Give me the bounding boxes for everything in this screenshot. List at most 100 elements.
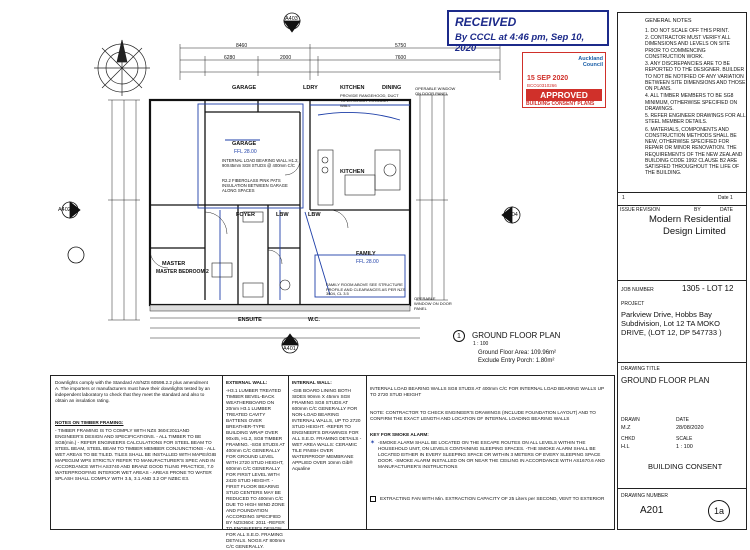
drawing-number-value: A201 <box>640 505 664 516</box>
room-label-wc: W.C. <box>308 317 320 323</box>
revision-header-revision: REVISION <box>636 207 660 213</box>
section-marker-top <box>283 12 301 33</box>
consent-number: BCO10310266 <box>527 83 557 88</box>
drawing-number-box <box>617 488 747 489</box>
drawn-value: M.Z <box>621 425 631 431</box>
general-notes-title: GENERAL NOTES <box>645 18 692 24</box>
date-value: 28/08/2020 <box>676 425 704 431</box>
smoke-alarm-icon: ✶ <box>370 440 376 446</box>
room-label-bedroom-2: MASTER BEDROOM 2 <box>156 269 209 275</box>
load-bearing-wall-note: INTERNAL LOAD BEARING WALLS SG8 STUDS AT… <box>370 386 604 398</box>
scale-label: SCALE <box>676 436 693 442</box>
revision-header-issue: ISSUE <box>620 207 636 213</box>
family-structure-note: FAMILY ROOM ABOVE SEE STRUCTURE PROFILE … <box>326 282 406 297</box>
company-name-line2: Design Limited <box>663 226 726 237</box>
dim-top-part-4: 2000 <box>280 55 292 61</box>
general-note-1: 1. DO NOT SCALE OFF THIS PRINT. <box>645 27 729 34</box>
section-label-bottom: A401 <box>283 346 296 352</box>
room-label-garage: GARAGE <box>232 141 257 147</box>
received-stamp: RECEIVED By CCCL at 4:46 pm, Sep 10, 202… <box>447 10 609 54</box>
job-number-value: 1305 - LOT 12 <box>682 284 734 293</box>
external-wall-title: EXTERNAL WALL: <box>226 380 268 385</box>
revision-row-issue: 1 <box>622 195 625 201</box>
drawing-title-box <box>617 362 747 363</box>
drawing-number-label: DRAWING NUMBER <box>621 493 669 499</box>
building-consent-plans-label: BUILDING CONSENT PLANS <box>526 101 595 107</box>
room-label-ensuite: ENSUITE <box>238 317 262 323</box>
drawing-title-label: DRAWING TITLE <box>621 366 660 372</box>
plan-entry-porch: Exclude Entry Porch: 1.80m² <box>478 358 555 364</box>
timber-notes-text: - TIMBER FRAMING IS TO COMPLY WITH NZS 3… <box>55 428 217 482</box>
job-number-label: JOB NUMBER <box>621 287 654 293</box>
plan-number-badge: 1 <box>453 330 465 342</box>
drawing-sheet: GARAGE LDRY KITCHEN DINING GARAGE FFL 28… <box>50 10 747 549</box>
room-label-laundry-top: LDRY <box>303 85 318 91</box>
room-label-lbw-1: LBW <box>276 212 289 218</box>
kitchen-rangehood-note: PROVIDE RANGEHOOD, DUCT TO EXTERIOR THRO… <box>340 93 399 108</box>
drawing-title-value: GROUND FLOOR PLAN <box>621 376 710 385</box>
general-note-4: 4. ALL TIMBER MEMBERS TO BE SG8 MINIMUM,… <box>645 93 738 112</box>
approval-date: 15 SEP 2020 <box>527 75 569 82</box>
approved-banner: APPROVED <box>526 89 602 101</box>
received-detail: By CCCL at 4:46 pm, Sep 10, 2020 <box>455 32 585 54</box>
dim-top-1: 8460 <box>236 43 248 49</box>
chkd-value: H.L <box>621 444 630 450</box>
smoke-alarm-text: -SMOKE ALARM SHALL BE LOCATED ON THE ESC… <box>378 440 605 470</box>
section-label-right: A404 <box>505 212 518 218</box>
general-note-6: 6. MATERIALS, COMPONENTS AND CONSTRUCTIO… <box>645 126 743 177</box>
room-label-master-bedroom: MASTER <box>162 261 186 267</box>
plan-scale: 1 : 100 <box>473 341 489 347</box>
floor-plan-drawing <box>61 12 521 354</box>
room-label-kitchen: KITCHEN <box>340 169 365 175</box>
general-note-2: 2. CONTRACTOR MUST VERIFY ALL DIMENSIONS… <box>645 35 731 60</box>
revision-header-by: BY <box>694 207 701 213</box>
internal-wall-title: INTERNAL WALL: <box>292 380 332 385</box>
revision-header-date: DATE <box>720 207 733 213</box>
job-box <box>617 280 747 281</box>
section-marker-left <box>61 201 81 219</box>
chkd-label: CHKD <box>621 436 636 442</box>
extract-fan-icon <box>370 496 376 502</box>
extract-fan-text: EXTRACTING FAN WITH Min. EXTRACTION CAPA… <box>380 496 605 501</box>
section-label-top: A403 <box>285 16 298 22</box>
dim-top-2: 5750 <box>395 43 407 49</box>
garage-insulation-note: R2.2 FIBERGLASS PINK PATS INSULATION BET… <box>222 178 288 194</box>
room-label-lbw-2: LBW <box>308 212 321 218</box>
revision-row-date: Date 1 <box>718 195 733 201</box>
project-value: Parkview Drive, Hobbs Bay Subdivision, L… <box>621 310 722 337</box>
room-ffl-garage: FFL 28.00 <box>234 149 257 155</box>
council-logo: Auckland Council <box>578 56 603 69</box>
project-label: PROJECT <box>621 301 645 307</box>
room-label-garage-top: GARAGE <box>232 85 257 91</box>
title-block <box>617 12 747 530</box>
bottom-notes-frame <box>50 375 615 530</box>
received-title: RECEIVED <box>455 15 517 29</box>
plan-floor-area: Ground Floor Area: 109.96m² <box>478 350 557 356</box>
section-marker-right <box>501 206 521 224</box>
smoke-alarm-title: KEY FOR SMOKE ALARM: <box>370 432 429 437</box>
drawn-label: DRAWN <box>621 417 640 423</box>
scale-value: 1 : 100 <box>676 444 693 450</box>
general-note-3: 3. ANY DISCREPANCIES ARE TO BE REPORTED … <box>645 61 746 93</box>
approval-stamp: Auckland Council 15 SEP 2020 BCO10310266… <box>522 52 606 108</box>
dim-top-part-6: 7600 <box>395 55 407 61</box>
room-label-kitchen-top: KITCHEN <box>340 85 365 91</box>
north-arrow-icon <box>94 39 150 96</box>
timber-notes-title: NOTES ON TIMBER FRAMING: <box>55 420 124 425</box>
internal-wall-text: -GIB BOARD LINING BOTH SIDES 90mm X 45mm… <box>292 388 362 472</box>
contractor-note: NOTE: CONTRACTOR TO CHECK ENGINEER'S DRA… <box>370 410 596 422</box>
window-note-bottom: OPERABLE WINDOW ON DOOR PANEL <box>414 296 452 311</box>
downlight-standard-note: Downlights comply with the Standard AS/N… <box>55 380 210 404</box>
external-wall-text: -H3.1 LUMBER TREATED TIMBER BEVEL-BACK W… <box>226 388 286 550</box>
room-label-family: FAMILY <box>356 251 376 257</box>
general-note-5: 5. REFER ENGINEER DRAWINGS FOR ALL STEEL… <box>645 113 746 126</box>
room-label-foyer: FOYER <box>236 212 255 218</box>
general-notes: GENERAL NOTES 1. DO NOT SCALE OFF THIS P… <box>645 18 747 178</box>
room-ffl-family: FFL 28.00 <box>356 259 379 265</box>
garage-load-note: INTERNAL LOAD BEARING WALL H1.2, 90X45mm… <box>222 158 299 169</box>
date-label: DATE <box>676 417 689 423</box>
room-label-dining-top: DINING <box>382 85 402 91</box>
section-marker-a501 <box>67 246 85 264</box>
drawing-revision-badge: 1a <box>708 500 730 522</box>
revision-table <box>617 192 747 206</box>
